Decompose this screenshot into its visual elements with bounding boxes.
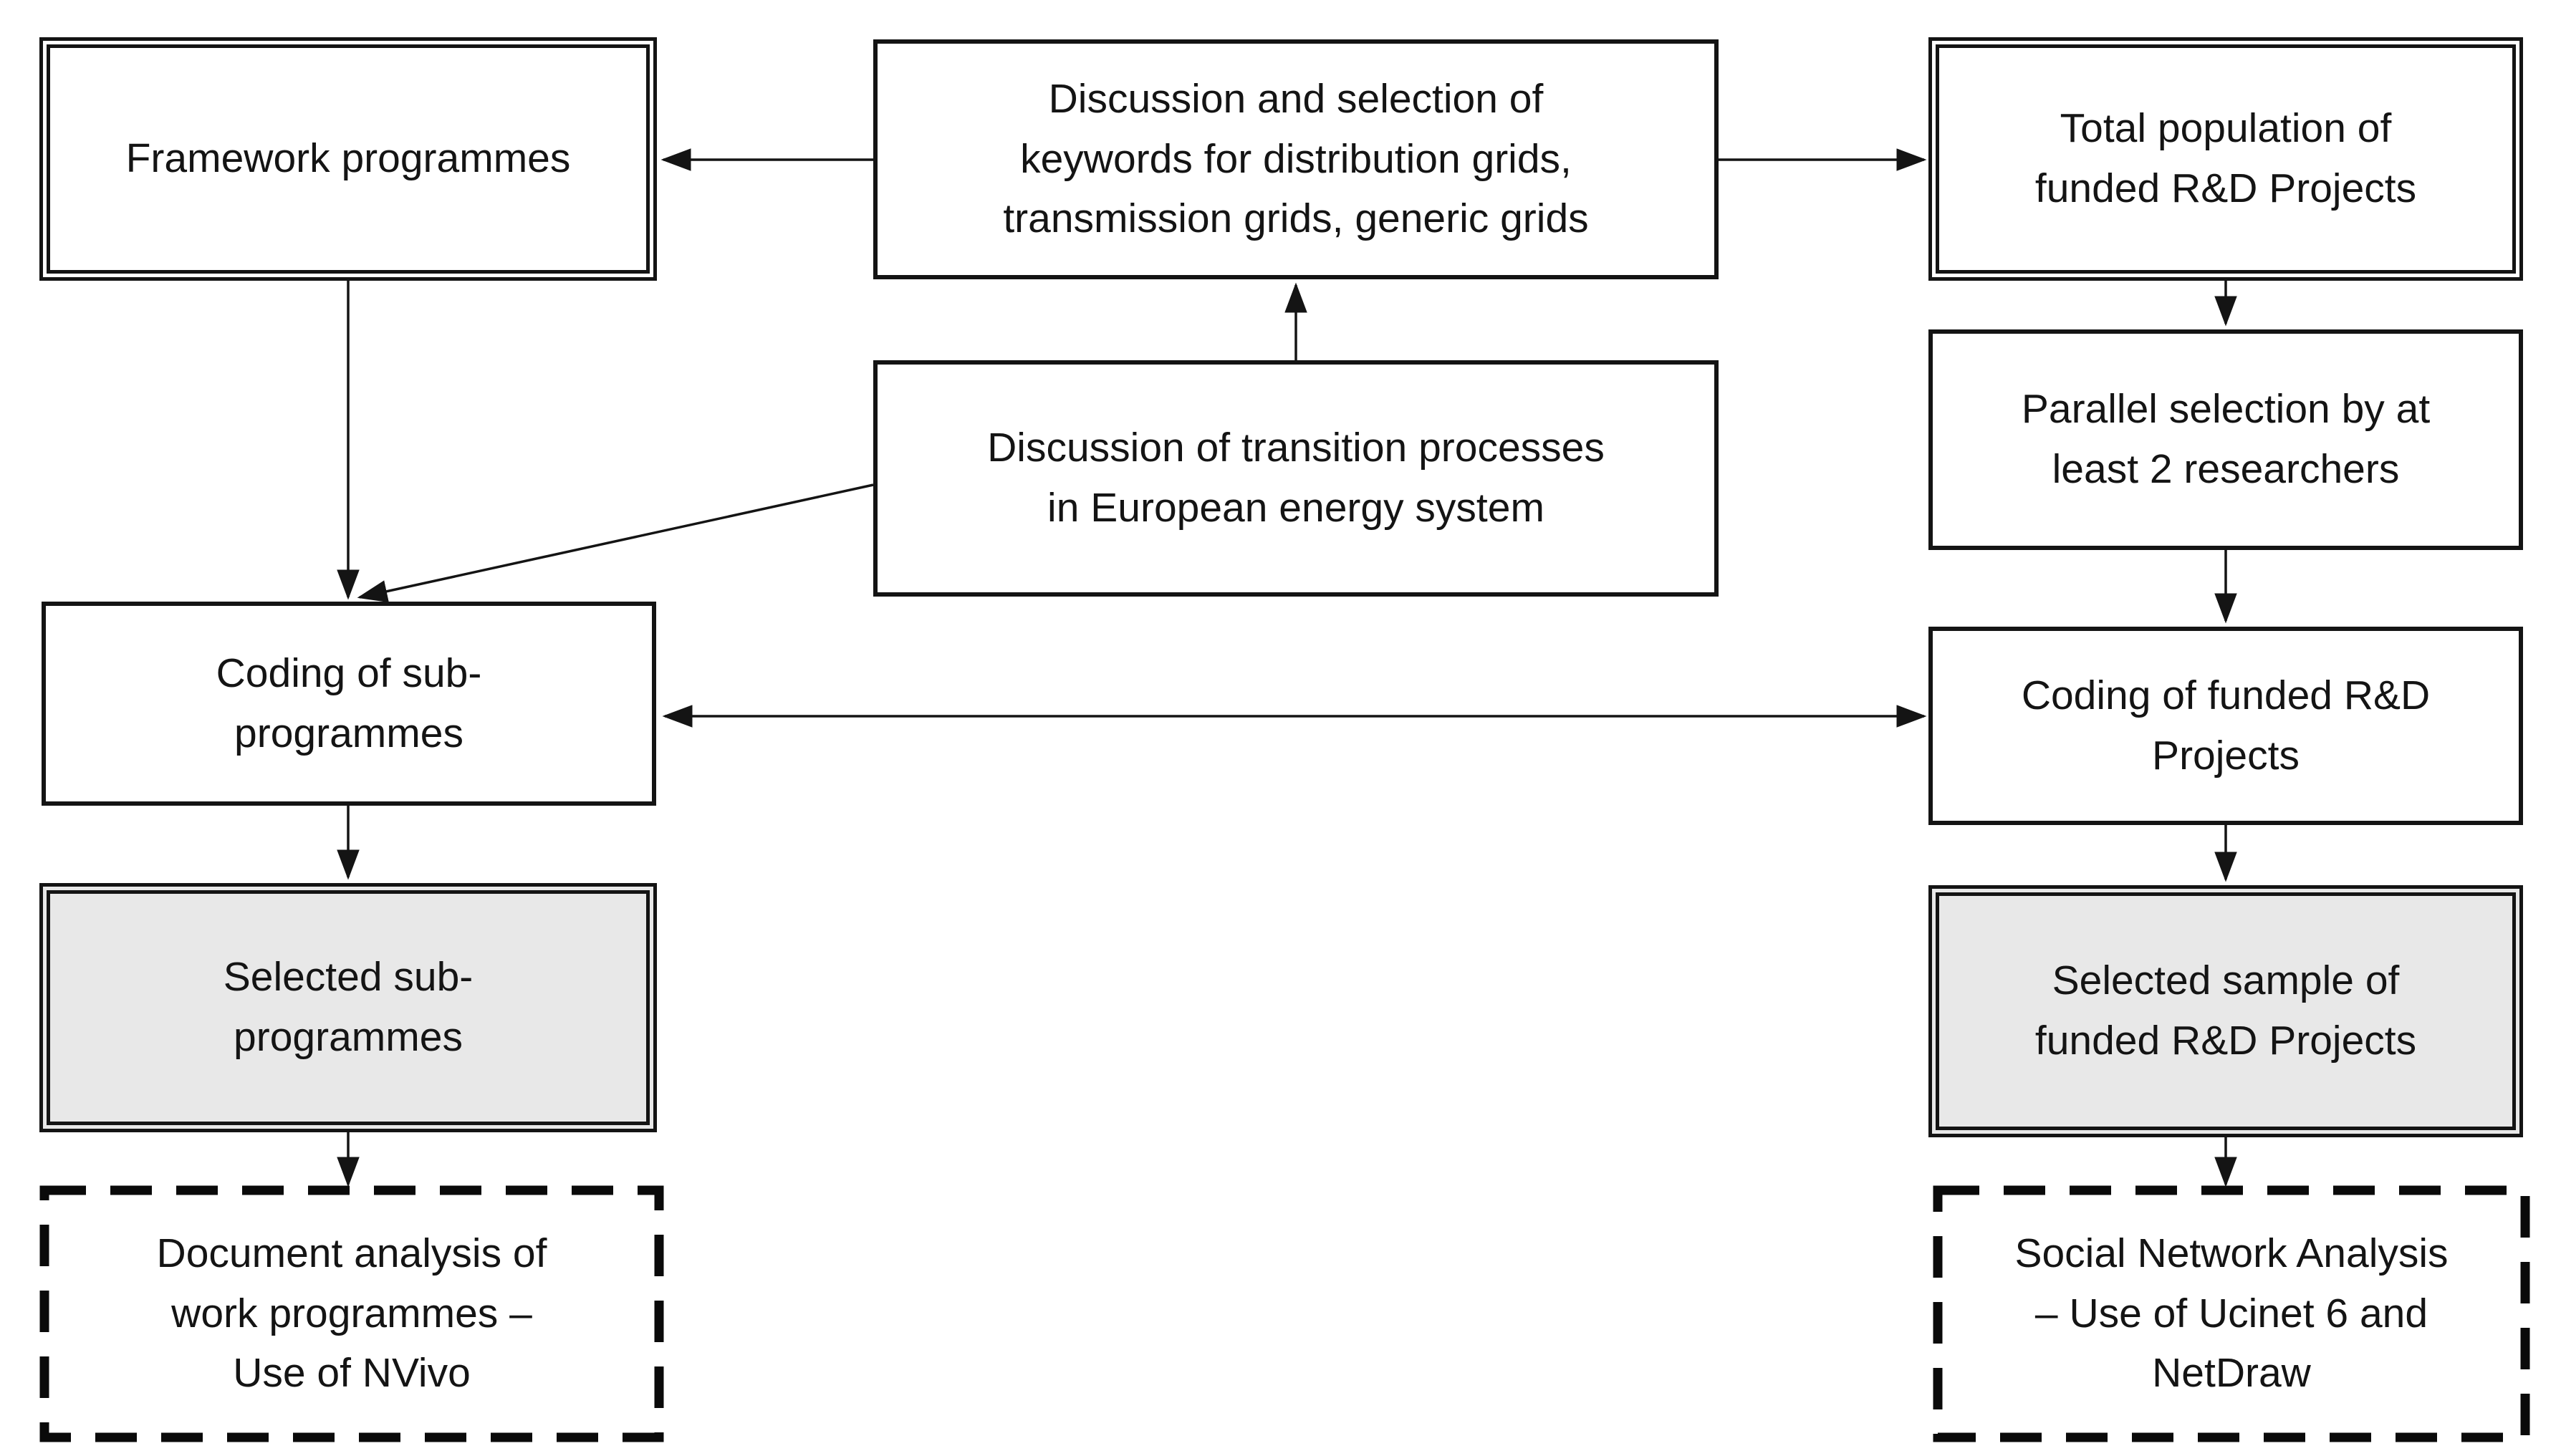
node-total-population: Total population of funded R&D Projects <box>1928 37 2523 281</box>
node-document-analysis: Document analysis of work programmes – U… <box>156 1230 547 1397</box>
node-social-network-analysis: Social Network Analysis – Use of Ucinet … <box>2014 1230 2449 1397</box>
node-keyword-selection: Discussion and selection of keywords for… <box>873 39 1719 279</box>
node-framework-programmes: Framework programmes <box>39 37 657 281</box>
node-transition-discussion: Discussion of transition processes in Eu… <box>873 360 1719 597</box>
node-coding-funded-projects: Coding of funded R&D Projects <box>1928 627 2523 825</box>
node-selected-sub-programmes: Selected sub- programmes <box>39 883 657 1132</box>
dashed-frame-social-network-analysis <box>1933 1185 2530 1442</box>
node-parallel-selection: Parallel selection by at least 2 researc… <box>1928 329 2523 550</box>
dashed-frame-document-analysis <box>39 1185 664 1442</box>
node-coding-sub-programmes: Coding of sub- programmes <box>42 602 656 806</box>
arrow-transition-to-coding-sub <box>357 483 874 603</box>
node-selected-sample: Selected sample of funded R&D Projects <box>1928 885 2523 1137</box>
